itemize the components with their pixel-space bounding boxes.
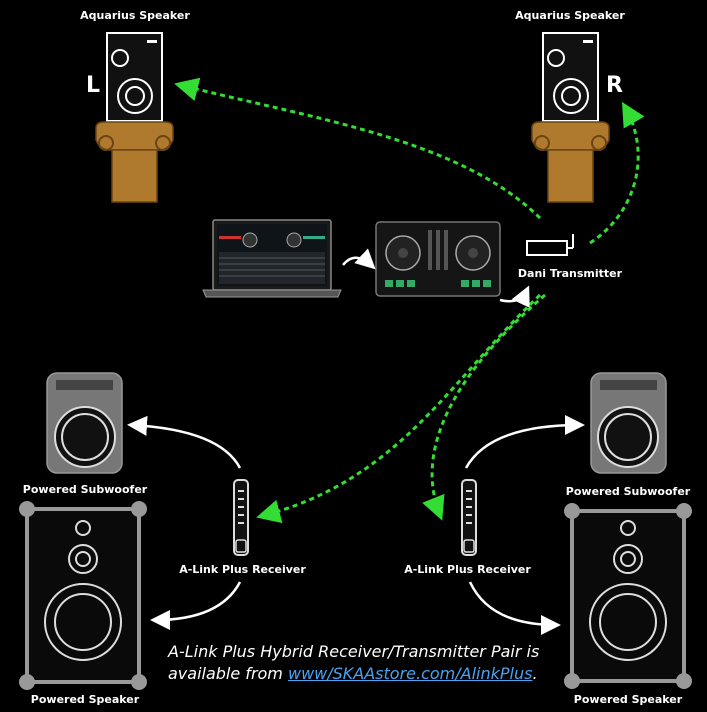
pedestal-left: [95, 121, 174, 203]
laptop: [202, 219, 342, 298]
subwoofer-left-label: Powered Subwoofer: [22, 483, 148, 496]
availability-note-text: A-Link Plus Hybrid Receiver/Transmitter …: [168, 642, 540, 683]
wireless-link-to-left-speaker: [174, 77, 542, 220]
availability-note: A-Link Plus Hybrid Receiver/Transmitter …: [168, 641, 588, 685]
wireless-link-to-right-speaker: [589, 101, 645, 245]
left-channel-label: L: [86, 73, 101, 98]
availability-note-end: .: [532, 664, 538, 683]
receiver-to-speaker-left-arrow: [150, 581, 242, 630]
aquarius-speaker-right-label: Aquarius Speaker: [515, 9, 625, 22]
skaa-store-link[interactable]: www/SKAAstore.com/AlinkPlus: [287, 664, 533, 683]
laptop-to-controller-arrow: [342, 248, 376, 270]
wireless-link-to-left-receiver: [256, 293, 542, 524]
aquarius-speaker-left-label: Aquarius Speaker: [80, 9, 190, 22]
alink-receiver-right: [461, 479, 477, 556]
dj-controller: [375, 221, 501, 297]
pedestal-right: [531, 121, 610, 203]
alink-receiver-right-label: A-Link Plus Receiver: [404, 563, 531, 576]
wireless-link-to-right-receiver: [422, 293, 546, 521]
powered-speaker-right: [564, 503, 692, 689]
aquarius-speaker-right: [542, 32, 599, 122]
subwoofer-right-label: Powered Subwoofer: [565, 485, 691, 498]
alink-receiver-left: [233, 479, 249, 556]
powered-speaker-right-label: Powered Speaker: [573, 693, 683, 706]
powered-speaker-left-label: Powered Speaker: [30, 693, 140, 706]
aquarius-speaker-left: [106, 32, 163, 122]
receiver-to-speaker-right-arrow: [468, 581, 561, 635]
receiver-to-subwoofer-left-arrow: [127, 415, 242, 469]
receiver-to-subwoofer-right-arrow: [464, 415, 585, 469]
right-channel-label: R: [606, 73, 623, 98]
dani-transmitter-label: Dani Transmitter: [517, 267, 623, 280]
subwoofer-right: [590, 372, 667, 474]
subwoofer-left: [46, 372, 123, 474]
controller-to-transmitter-arrow: [499, 285, 530, 308]
alink-receiver-left-label: A-Link Plus Receiver: [179, 563, 306, 576]
powered-speaker-left: [19, 501, 147, 690]
dani-transmitter: [526, 234, 574, 256]
